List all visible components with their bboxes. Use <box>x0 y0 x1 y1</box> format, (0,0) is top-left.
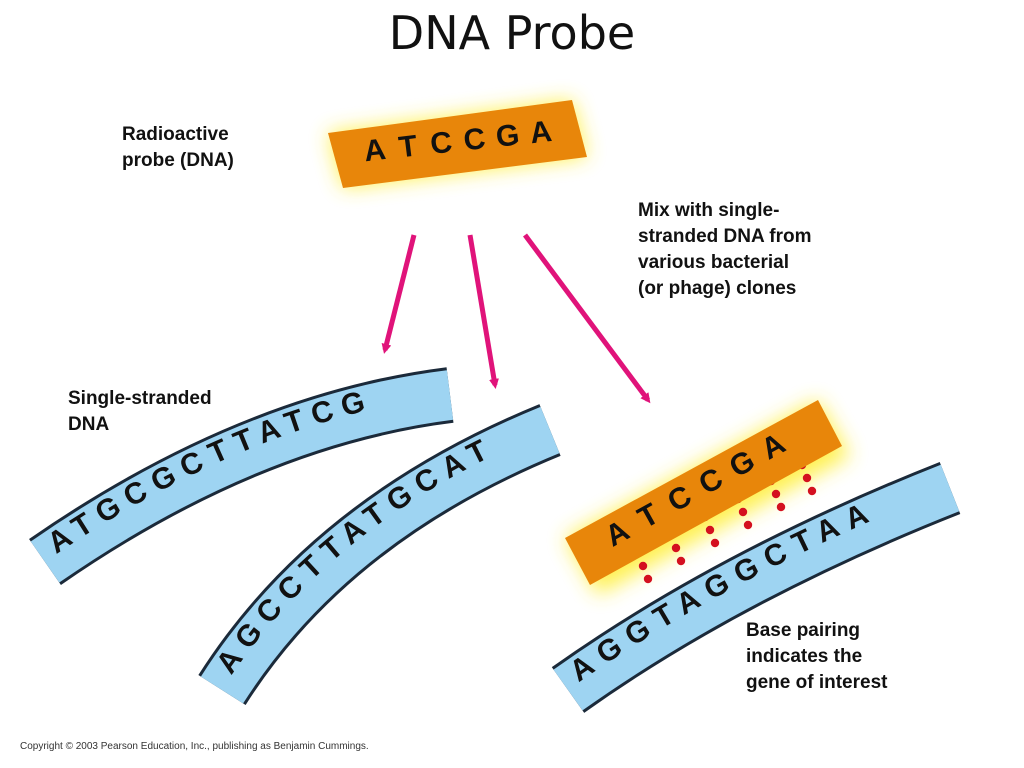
bond-dot-2-3 <box>671 543 681 553</box>
probe-base-5: G <box>494 118 521 154</box>
bond-dot-4-4 <box>743 520 753 530</box>
probe-body <box>328 100 587 188</box>
probe-base-1: A <box>362 133 388 168</box>
probe-base-2: T <box>397 129 419 164</box>
bond-dot-5-3 <box>771 489 781 499</box>
bond-dot-4-3 <box>738 507 748 517</box>
probe-base-6: A <box>528 115 554 150</box>
bond-dot-6-4 <box>807 486 817 496</box>
probe-base-4: C <box>462 122 488 157</box>
arrow-to-strand-1 <box>381 234 417 354</box>
base-pairing-label: Base pairing indicates the gene of inter… <box>746 620 888 693</box>
bond-dot-1-3 <box>638 561 648 571</box>
arrow-to-strand-3 <box>522 233 651 404</box>
bond-dot-5-4 <box>776 502 786 512</box>
copyright-notice: Copyright © 2003 Pearson Education, Inc.… <box>20 741 369 752</box>
mix-label: Mix with single- stranded DNA from vario… <box>638 200 812 299</box>
bond-dot-6-3 <box>802 473 812 483</box>
single-stranded-label: Single-stranded DNA <box>68 388 212 435</box>
probe-base-3: C <box>428 126 454 161</box>
bond-dot-3-3 <box>705 525 715 535</box>
probe-label: Radioactive probe (DNA) <box>122 124 234 171</box>
bond-dot-2-4 <box>676 556 686 566</box>
bond-dot-1-4 <box>643 574 653 584</box>
page-title: DNA Probe <box>388 6 636 60</box>
bound-probe-bar <box>565 400 842 585</box>
arrow-to-strand-2 <box>467 234 499 389</box>
bond-dot-3-4 <box>710 538 720 548</box>
